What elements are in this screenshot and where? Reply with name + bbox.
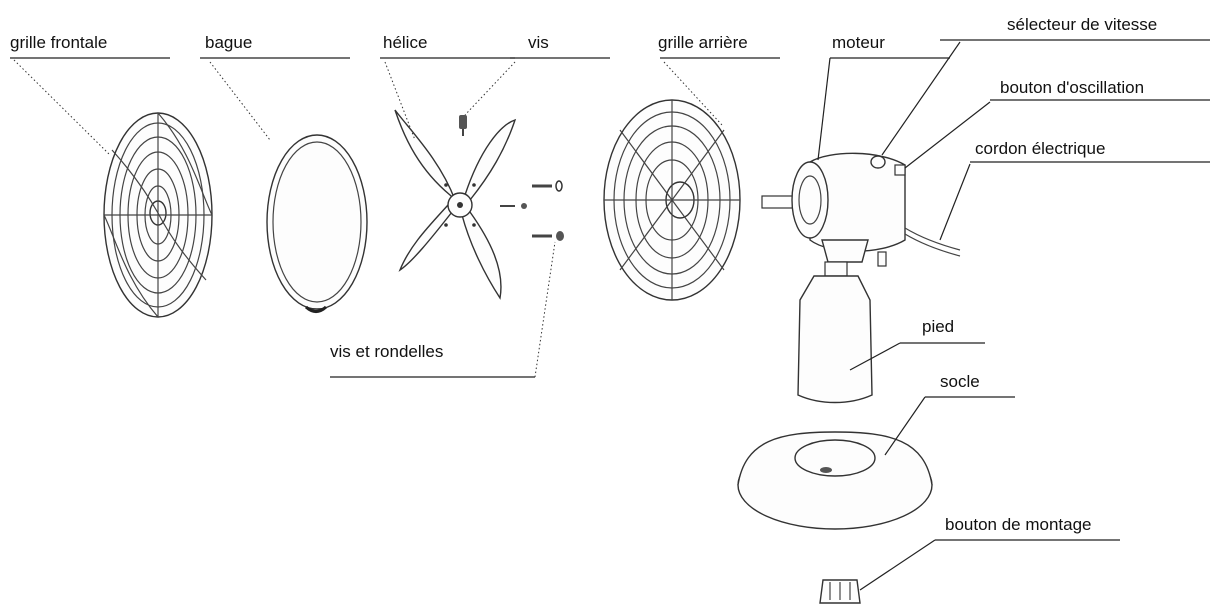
label-blade: hélice [383,33,428,52]
ring-part [266,134,368,313]
label-power-cord: cordon électrique [975,139,1106,158]
motor-part [761,152,961,267]
label-front-grille: grille frontale [10,33,108,52]
screws-washers-part [500,180,564,241]
label-stand: pied [922,317,955,336]
label-mounting-knob: bouton de montage [945,515,1092,534]
label-motor: moteur [832,33,885,52]
base-part [737,431,933,530]
front-grille-part [103,112,213,318]
mounting-knob-part [819,579,861,604]
label-base: socle [940,372,980,391]
blade-part [394,109,517,300]
label-speed-selector: sélecteur de vitesse [1007,15,1158,34]
leader-lines [10,39,1210,591]
stand-part [797,261,873,404]
label-oscillation-button: bouton d'oscillation [1000,78,1145,97]
label-rear-grille: grille arrière [658,33,748,52]
label-screw: vis [528,33,549,52]
screw-part [459,115,467,136]
label-screws-washers: vis et rondelles [330,342,444,361]
label-ring: bague [205,33,253,52]
rear-grille-part [603,99,741,301]
